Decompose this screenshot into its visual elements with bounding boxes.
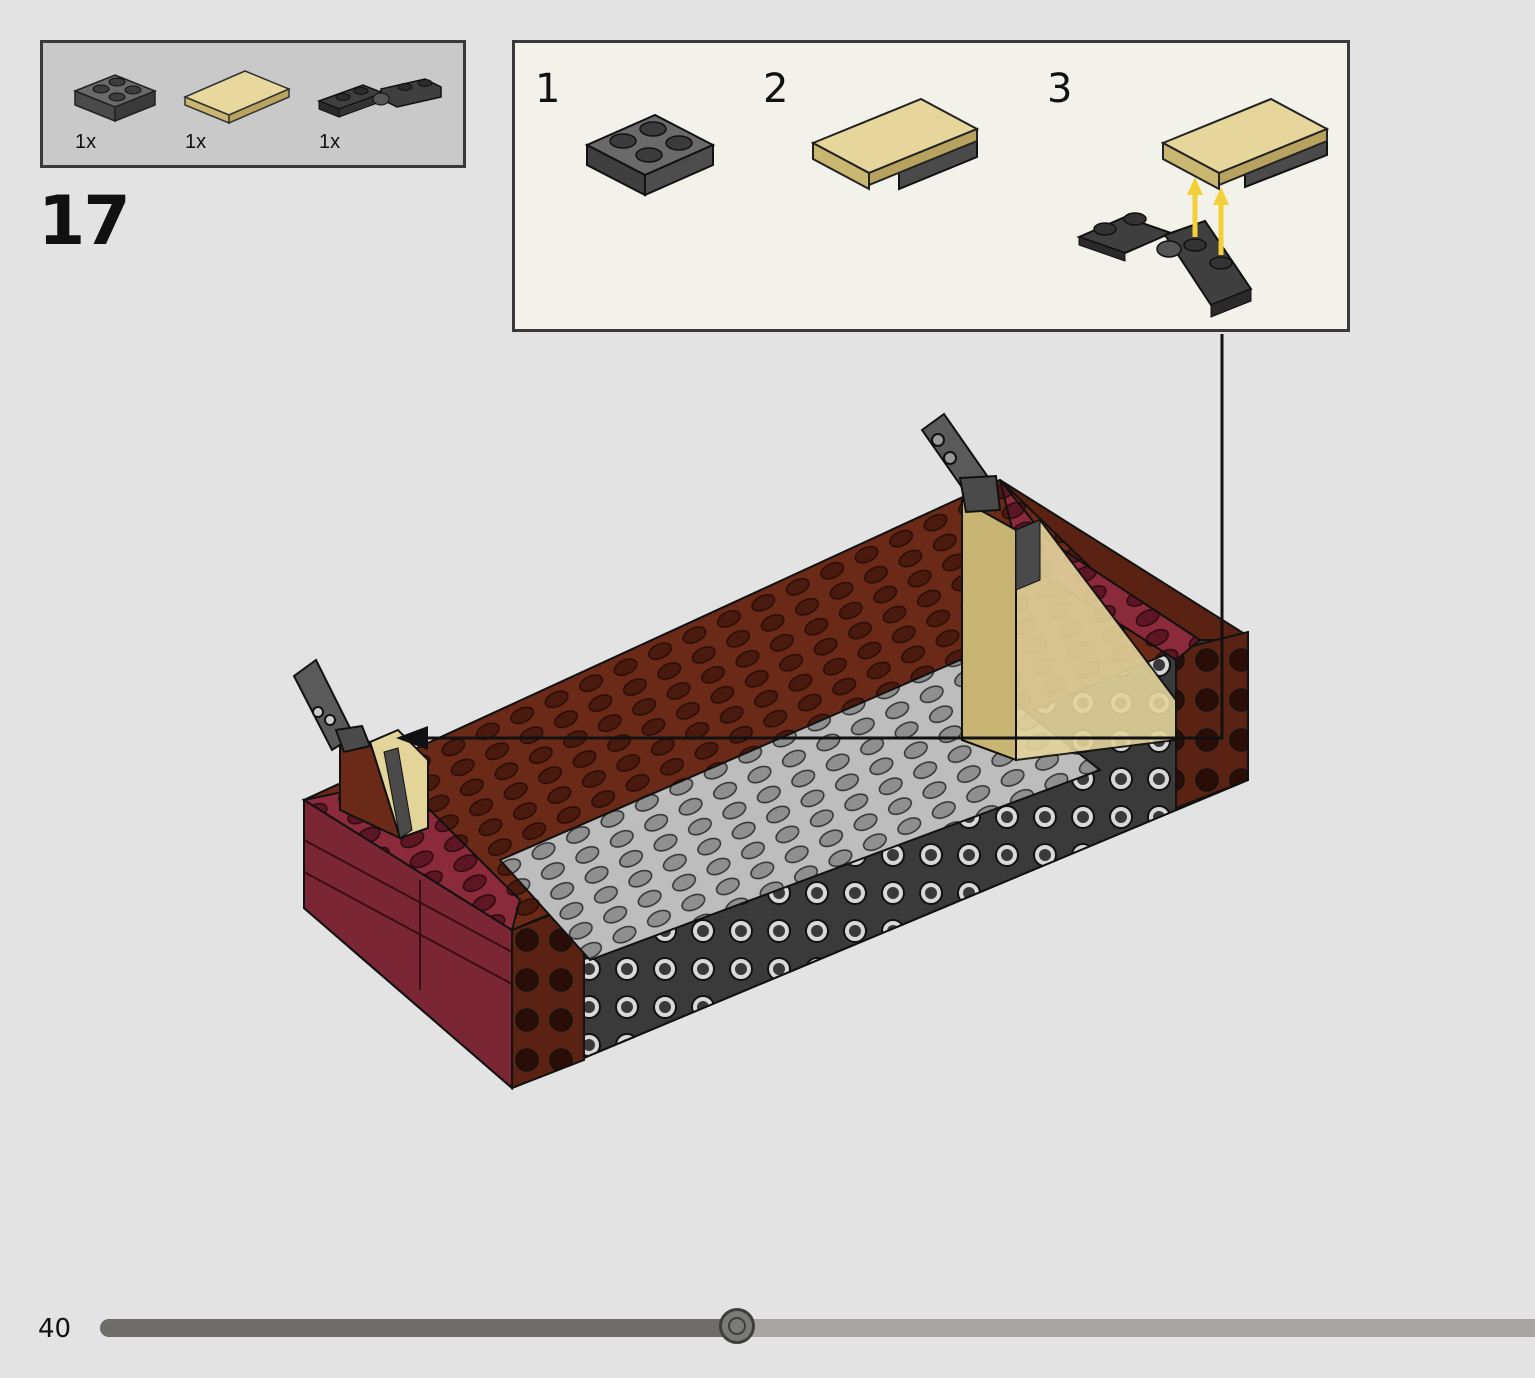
progress-fill (100, 1319, 738, 1337)
part-qty: 1x (185, 131, 207, 153)
part-qty: 1x (319, 131, 341, 153)
subassembly-panel: 1 2 3 (512, 40, 1350, 332)
tan-tile-on-plate-icon (810, 97, 979, 191)
part-qty: 1x (75, 131, 97, 153)
progress-handle[interactable] (719, 1308, 756, 1344)
dark-gray-2x2-plate-icon (72, 74, 158, 123)
dark-gray-2x2-plate-icon (584, 113, 716, 197)
progress-bar[interactable] (100, 1308, 1535, 1344)
callout-arrowhead-icon (396, 726, 428, 750)
parts-list-panel: 1x 1x 1x (40, 40, 466, 168)
substep-number: 2 (763, 66, 789, 112)
dark-gray-hinge-plate-icon (316, 78, 442, 118)
substep-number: 1 (535, 66, 561, 112)
page-number: 40 (38, 1314, 72, 1344)
hinge-attach-assembly-icon (1076, 97, 1330, 318)
callout-connector-line (410, 334, 1224, 740)
substep-number: 3 (1047, 66, 1073, 112)
tan-2x2-tile-icon (183, 70, 291, 125)
step-number: 17 (38, 182, 131, 261)
